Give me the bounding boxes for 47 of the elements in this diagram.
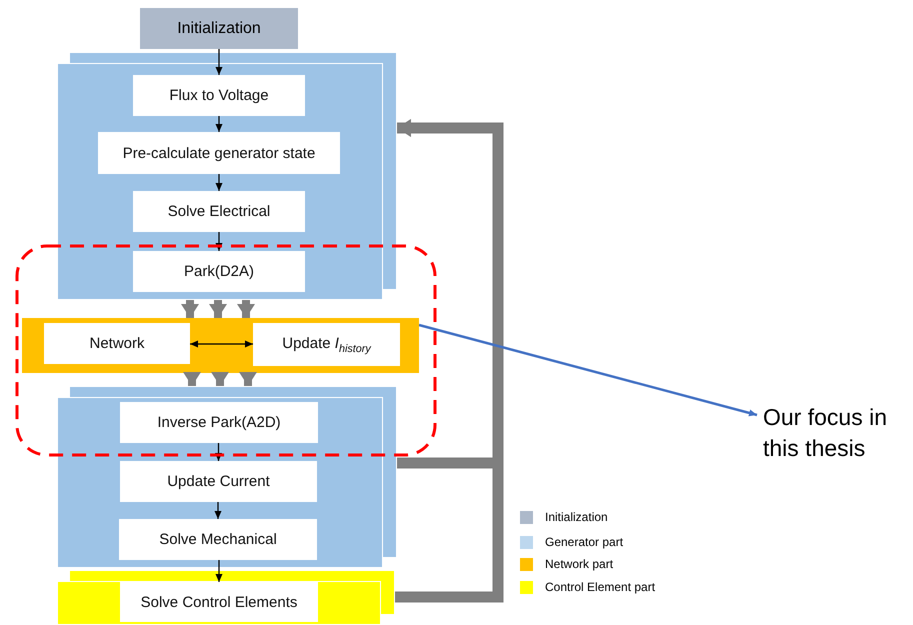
- process-box: [253, 323, 400, 366]
- generator-panel: [57, 52, 397, 300]
- box-label: Initialization: [177, 20, 261, 38]
- process-box: [120, 582, 318, 622]
- arrow: [215, 443, 222, 461]
- box-label: Flux to Voltage: [169, 87, 269, 104]
- legend-label: Network part: [545, 557, 614, 571]
- leader-arrow: [418, 324, 758, 416]
- process-box: [120, 461, 317, 502]
- process-box: [133, 191, 305, 232]
- legend-label: Initialization: [545, 510, 608, 524]
- box-label: Inverse Park(A2D): [157, 414, 281, 431]
- arrow: [216, 560, 222, 582]
- arrow: [239, 372, 257, 386]
- arrow: [190, 340, 253, 348]
- process-box: [133, 251, 305, 292]
- box-label: Update I$_{history}$: [282, 334, 371, 354]
- legend-label: Control Element part: [545, 580, 656, 594]
- arrow: [237, 300, 255, 318]
- process-box: [98, 132, 340, 174]
- arrow: [211, 372, 229, 386]
- generator-panel: [57, 386, 397, 568]
- arrow: [214, 502, 222, 519]
- feedback-arrow: [395, 119, 504, 602]
- arrow: [216, 49, 222, 75]
- box-label: Network: [89, 335, 144, 352]
- box-label: Update Current: [167, 473, 270, 490]
- arrow: [216, 174, 222, 191]
- process-box: [140, 8, 298, 49]
- box-label: Solve Mechanical: [159, 531, 277, 548]
- arrow: [216, 116, 222, 132]
- process-box: [133, 75, 305, 116]
- process-box: [119, 519, 317, 560]
- arrow: [183, 372, 201, 386]
- process-box: [120, 402, 318, 443]
- arrow: [209, 300, 227, 318]
- arrow: [181, 300, 199, 318]
- arrow: [216, 232, 222, 251]
- box-label: Solve Electrical: [168, 203, 270, 220]
- box-label: Park(D2A): [184, 263, 254, 280]
- box-label: Pre-calculate generator state: [122, 144, 316, 162]
- box-label: Solve Control Elements: [140, 594, 298, 610]
- network-band: [22, 318, 419, 373]
- legend-label: Generator part: [545, 535, 624, 549]
- process-box: [44, 323, 190, 364]
- control-panel: [57, 570, 395, 625]
- callout-label: Our focus in this thesis: [763, 402, 888, 463]
